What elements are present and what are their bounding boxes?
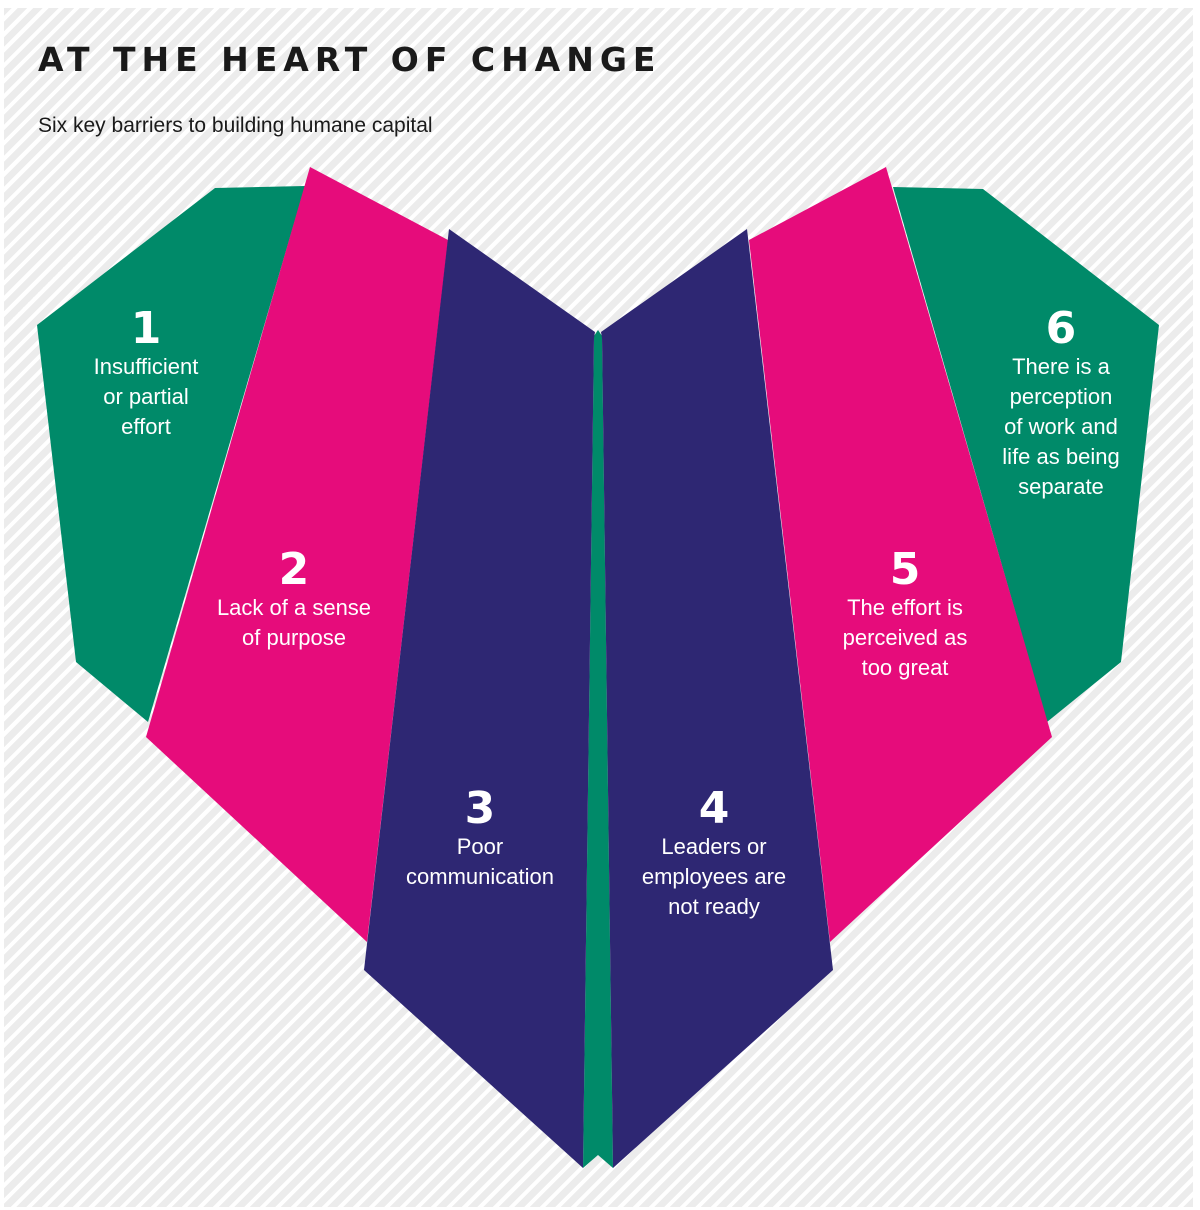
barrier-6-text-line: There is a [1012,354,1110,379]
barrier-4-text-line: employees are [641,864,787,889]
barrier-6-text-line: life as being [1002,444,1120,469]
center-strip-green [583,330,613,1168]
barrier-4-text-line: not ready [668,894,760,919]
barrier-6-text-line: separate [1018,474,1104,499]
barrier-2-text-line: of purpose [242,625,346,650]
segment-6-green [893,187,1159,722]
segment-2-pink [146,167,448,942]
barrier-1-text-line: Insufficient [93,354,199,379]
segment-3-purple [364,229,595,1168]
barrier-3-number: 3 [464,783,496,834]
barrier-5-label: 5 The effort is perceived as too great [843,547,968,683]
barrier-6-number: 6 [1045,303,1077,354]
barrier-4-number: 4 [698,783,730,834]
barrier-1-label: 1 Insufficient or partial effort [94,306,199,442]
barrier-1-number: 1 [130,303,162,354]
barrier-5-text-line: The effort is [847,595,963,620]
barrier-1-text-line: effort [121,414,171,439]
barrier-3-text-line: Poor [456,834,504,859]
segment-5-pink [749,167,1052,942]
barrier-5-number: 5 [889,544,921,595]
barrier-3-label: 3 Poor communication [406,786,554,892]
barrier-2-number: 2 [278,544,310,595]
barrier-5-text-line: too great [861,655,949,680]
barrier-1-text-line: or partial [103,384,189,409]
page-title: AT THE HEART OF CHANGE [38,40,662,79]
barrier-3-text-line: communication [406,864,554,889]
page-subtitle: Six key barriers to building humane capi… [38,114,433,137]
barrier-4-text-line: Leaders or [661,834,767,859]
barrier-6-text-line: of work and [1004,414,1118,439]
barrier-6-text-line: perception [1009,384,1113,409]
segment-4-purple [601,229,833,1168]
barrier-2-text-line: Lack of a sense [216,595,372,620]
barrier-5-text-line: perceived as [842,625,968,650]
barrier-2-label: 2 Lack of a sense of purpose [217,547,371,653]
segment-1-green [37,186,305,722]
barrier-4-label: 4 Leaders or employees are not ready [642,786,786,922]
barrier-6-label: 6 There is a perception of work and life… [1002,306,1119,502]
